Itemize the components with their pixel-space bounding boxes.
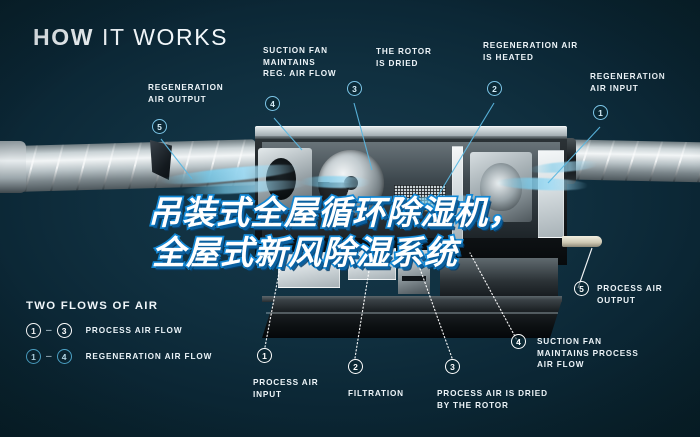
- legend-badge-from-1-cyan: 1: [26, 349, 41, 364]
- callout-badge-4-bottom[interactable]: 4: [511, 334, 526, 349]
- leader-5-top: [160, 138, 193, 180]
- callout-badge-5-top[interactable]: 5: [152, 119, 167, 134]
- callout-badge-1-bottom[interactable]: 1: [257, 348, 272, 363]
- callout-badge-2-top[interactable]: 2: [487, 81, 502, 96]
- legend-dash-2: –: [46, 351, 52, 362]
- legend-badge-from-1: 1: [26, 323, 41, 338]
- legend-row-process-air-flow: 1 – 3 PROCESS AIR FLOW: [26, 323, 212, 338]
- leader-4-bottom: [469, 252, 519, 343]
- legend-badge-to-4: 4: [56, 349, 72, 364]
- legend-badge-to-3: 3: [56, 323, 72, 338]
- leader-1-top: [547, 126, 601, 184]
- leader-2-top: [435, 102, 495, 200]
- legend: TWO FLOWS OF AIR 1 – 3 PROCESS AIR FLOW …: [26, 300, 212, 375]
- callout-badge-5-bottom[interactable]: 5: [574, 281, 589, 296]
- legend-label-process-air-flow: PROCESS AIR FLOW: [85, 326, 183, 335]
- headline-line-2: 全屋式新风除湿系统: [150, 231, 458, 273]
- legend-dash-1: –: [46, 325, 52, 336]
- legend-row-regeneration-air-flow: 1 – 4 REGENERATION AIR FLOW: [26, 349, 212, 364]
- callout-badge-3-bottom[interactable]: 3: [445, 359, 460, 374]
- legend-heading: TWO FLOWS OF AIR: [26, 300, 159, 312]
- leader-4-top: [273, 117, 303, 151]
- leader-3-top: [353, 102, 373, 171]
- legend-label-regeneration-air-flow: REGENERATION AIR FLOW: [85, 352, 213, 361]
- leader-1-bottom: [264, 261, 282, 348]
- callout-badge-4-top[interactable]: 4: [265, 96, 280, 111]
- callout-badge-1-top[interactable]: 1: [593, 105, 608, 120]
- callout-badge-2-bottom[interactable]: 2: [348, 359, 363, 374]
- callout-badge-3-top[interactable]: 3: [347, 81, 362, 96]
